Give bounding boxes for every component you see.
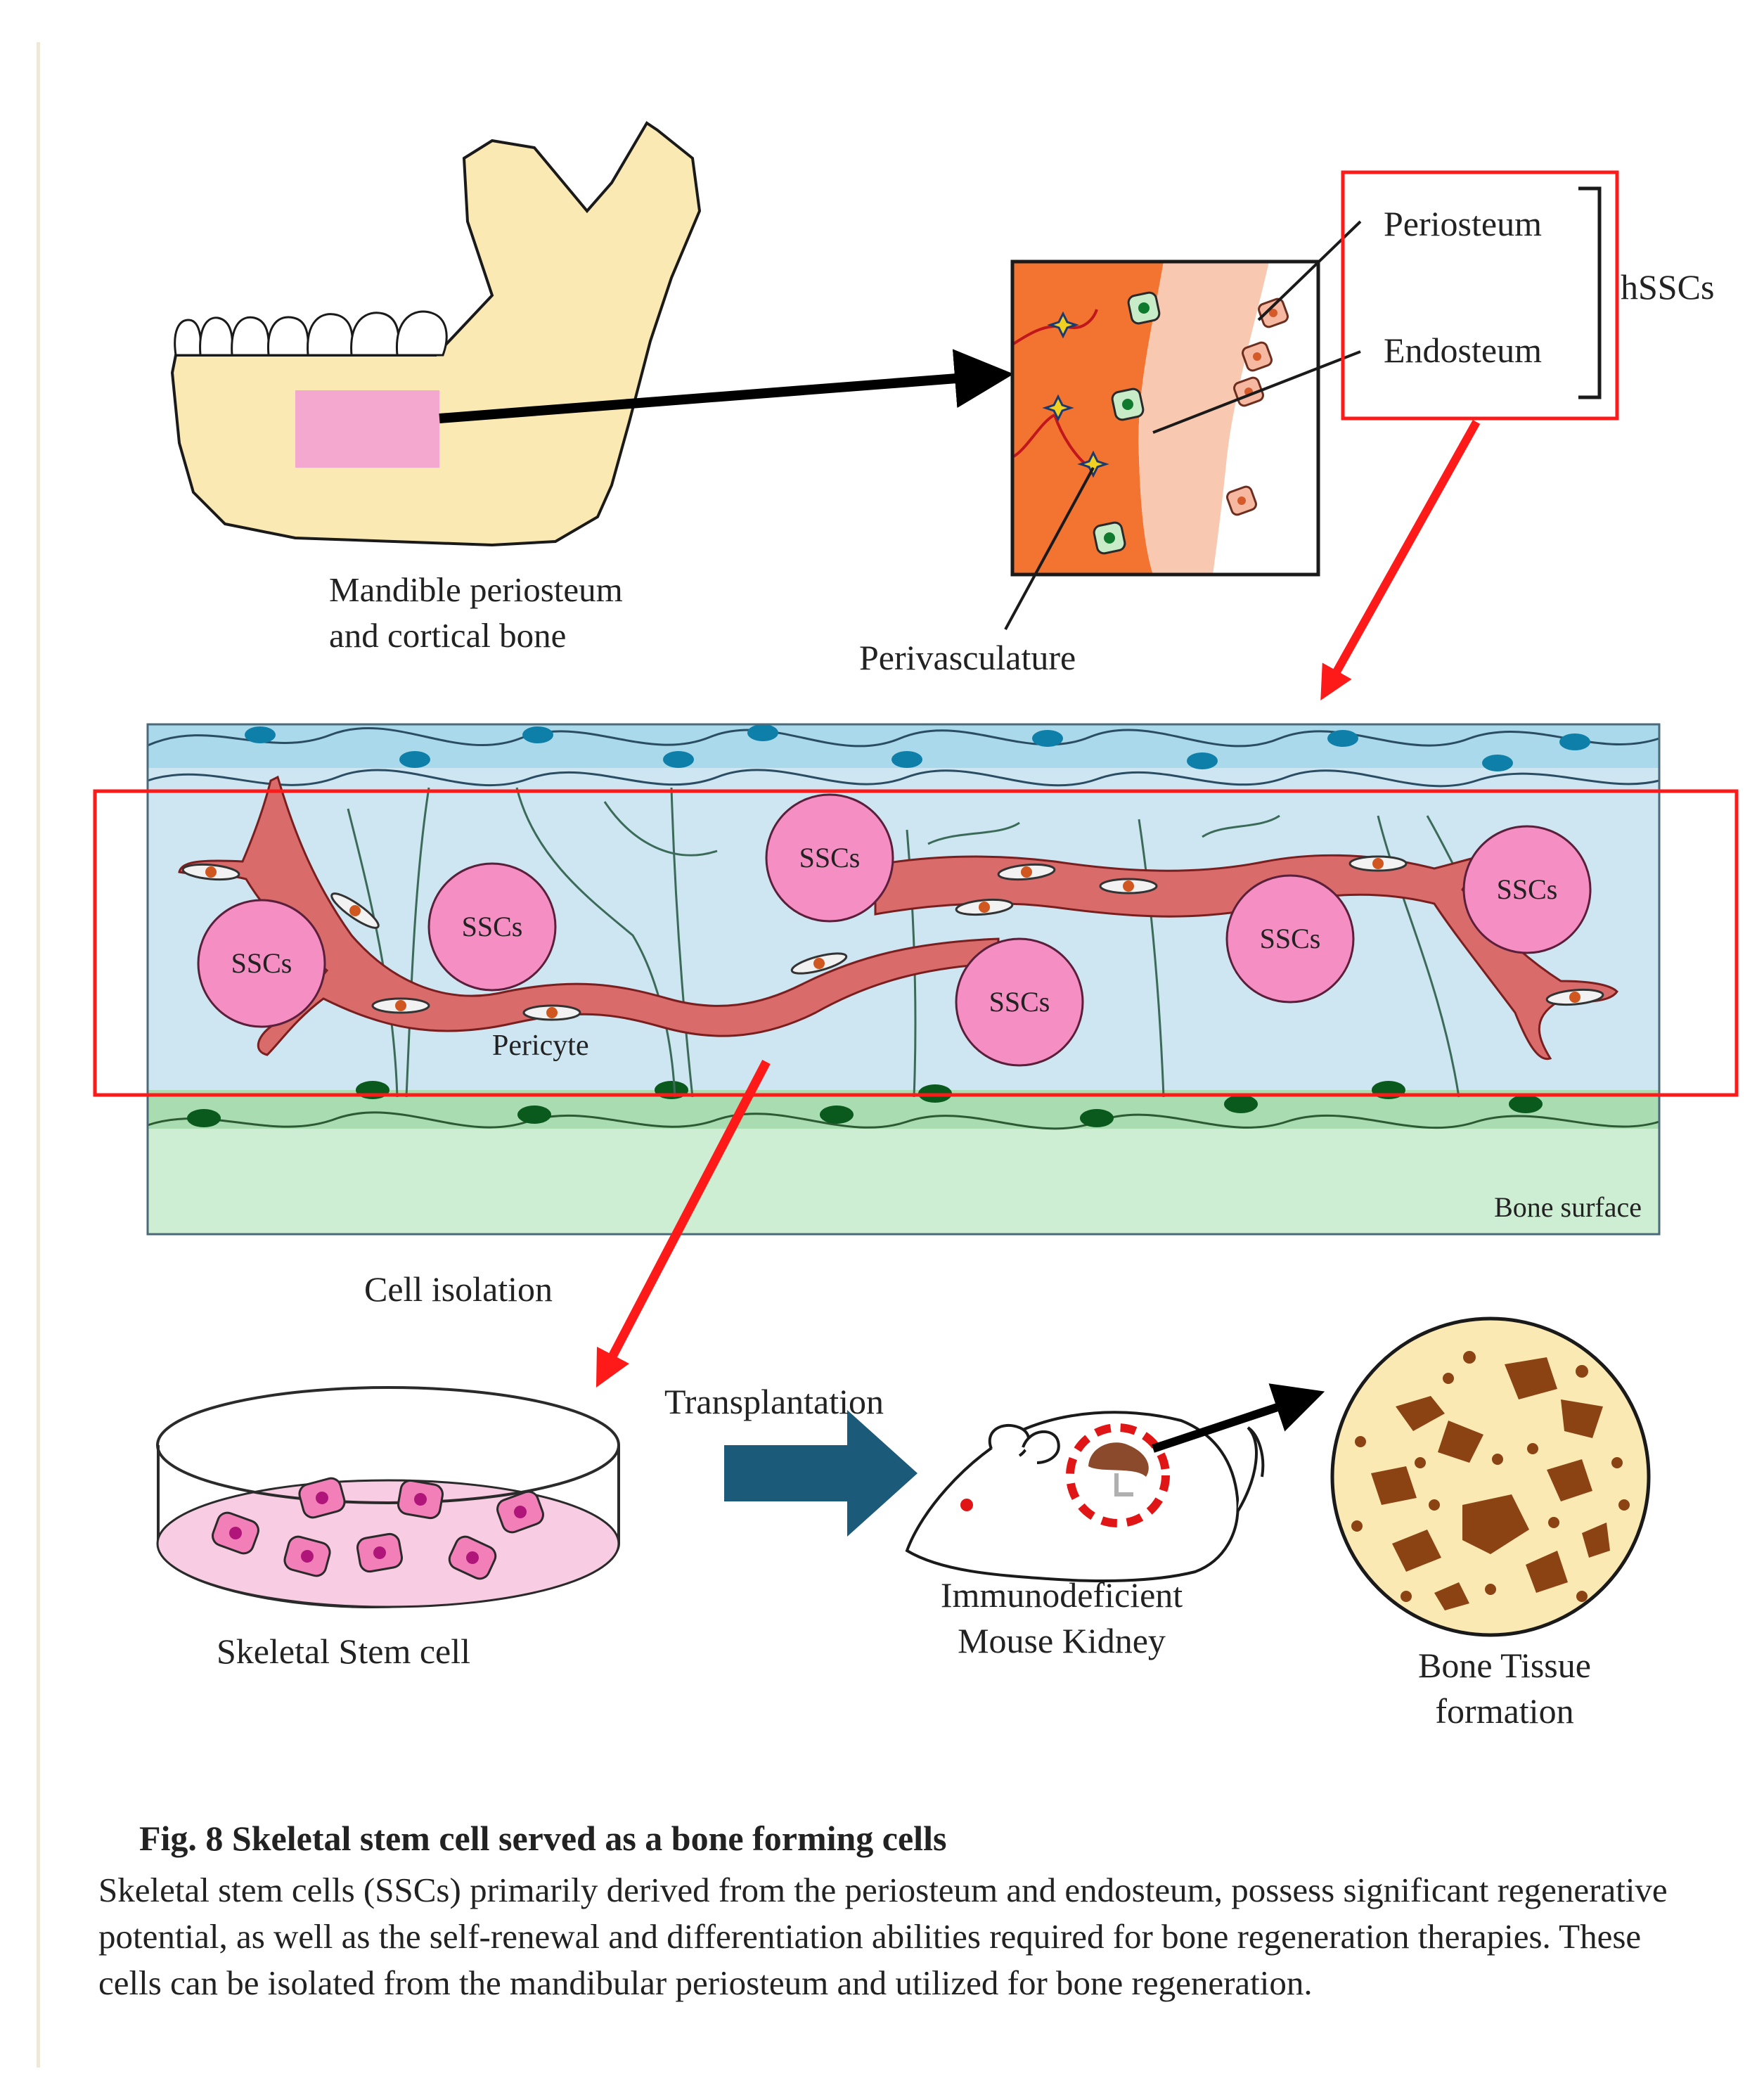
pericyte-label: Pericyte bbox=[492, 1030, 589, 1062]
sample-site bbox=[295, 390, 439, 468]
ssc-circle-1 bbox=[197, 899, 326, 1028]
caption-body: Skeletal stem cells (SSCs) primarily der… bbox=[98, 1871, 1668, 2002]
ssc-label-3: SSCs bbox=[799, 842, 861, 873]
transplantation-label: Transplantation bbox=[664, 1382, 884, 1421]
perivasculature-pointer bbox=[1004, 467, 1095, 630]
ssc-label-2: SSCs bbox=[462, 911, 523, 942]
page-margin-rule bbox=[37, 42, 40, 2068]
mouse-kidney-label-2: Mouse Kidney bbox=[958, 1621, 1166, 1660]
mouse-eye bbox=[960, 1499, 973, 1511]
hsscs-highlight-box bbox=[1341, 170, 1619, 421]
hsscs-label: hSSCs bbox=[1621, 267, 1714, 307]
hsscs-bracket bbox=[1578, 186, 1602, 399]
periosteum-label: Periosteum bbox=[1384, 204, 1542, 243]
cell-isolation-label: Cell isolation bbox=[364, 1269, 553, 1309]
mandible-illustration bbox=[170, 121, 1014, 547]
mandible-label-1: Mandible periosteum bbox=[329, 570, 623, 609]
ssc-label-4: SSCs bbox=[989, 986, 1050, 1018]
ssc-label-6: SSCs bbox=[1497, 873, 1558, 905]
perivasculature-label: Perivasculature bbox=[859, 638, 1076, 677]
bone-layer bbox=[148, 1122, 1659, 1234]
figure-caption: Fig. 8 Skeletal stem cell served as a bo… bbox=[98, 1818, 1694, 2006]
ssc-circle-4 bbox=[955, 937, 1084, 1067]
mandible-label-2: and cortical bone bbox=[329, 616, 566, 655]
fibroblast-layer bbox=[147, 724, 1660, 788]
bone-tissue-label-2: formation bbox=[1435, 1691, 1573, 1731]
cortical-bone bbox=[1138, 262, 1269, 575]
zoom-down-arrow bbox=[1320, 420, 1481, 700]
petri-dish bbox=[156, 1386, 620, 1609]
ssc-circle-2 bbox=[427, 862, 557, 992]
mouse-kidney-label-1: Immunodeficient bbox=[941, 1575, 1183, 1615]
ssc-circle-3 bbox=[765, 793, 894, 923]
pericytes bbox=[181, 855, 1604, 1021]
bone-surface-label: Bone surface bbox=[1494, 1191, 1642, 1223]
dish-cells bbox=[212, 1477, 544, 1580]
vessel-left bbox=[178, 775, 1000, 1056]
ssc-circles bbox=[197, 793, 1592, 1067]
ssc-label-5: SSCs bbox=[1260, 923, 1321, 954]
endosteum-pointer bbox=[1152, 350, 1361, 434]
endosteum-label: Endosteum bbox=[1384, 331, 1542, 370]
kidney-graft bbox=[1066, 1423, 1170, 1527]
lining-cells bbox=[1226, 297, 1289, 516]
ssc-circle-5 bbox=[1225, 874, 1355, 1004]
graft-to-bone-arrow bbox=[1152, 1383, 1325, 1453]
green-bone-cells bbox=[1093, 291, 1161, 555]
ssc-circle-6 bbox=[1462, 825, 1592, 954]
teeth bbox=[174, 310, 448, 357]
bone-tissue-label-1: Bone Tissue bbox=[1418, 1646, 1591, 1685]
perivascular-highlight-box bbox=[93, 789, 1739, 1097]
ssc-label-1: SSCs bbox=[231, 947, 292, 979]
magnify-arrow bbox=[439, 349, 1014, 423]
zoom-inset bbox=[1004, 220, 1362, 630]
transplantation-arrow bbox=[724, 1410, 918, 1537]
isolation-arrow bbox=[595, 1059, 771, 1388]
skeletal-stem-cell-label: Skeletal Stem cell bbox=[217, 1632, 470, 1671]
marrow-region bbox=[1012, 262, 1164, 575]
tissue-section: SSCs SSCs SSCs SSCs SSCs SSCs Pericyte B… bbox=[146, 723, 1661, 1236]
caption-title: Fig. 8 Skeletal stem cell served as a bo… bbox=[139, 1819, 947, 1858]
star-cells bbox=[1042, 311, 1109, 478]
bone-tissue-circle bbox=[1330, 1316, 1651, 1637]
